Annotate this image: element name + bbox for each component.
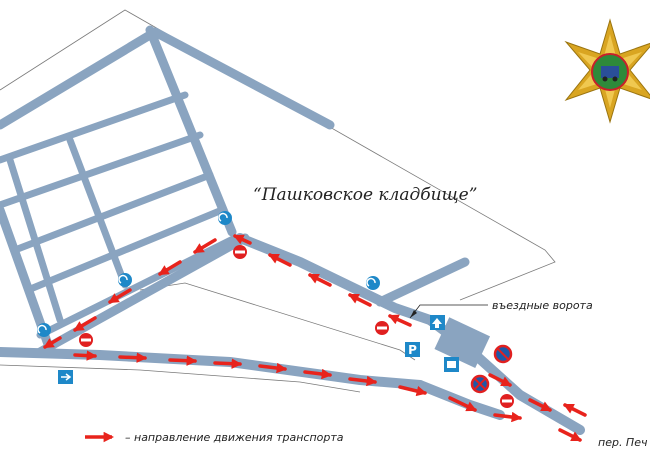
street-grid-3 [11, 171, 214, 254]
road-west-diagonal [0, 27, 160, 130]
arrow-4 [213, 358, 243, 369]
street-grid-4 [24, 206, 226, 294]
bus-stop-sign-icon [444, 357, 459, 372]
arrow-16 [193, 238, 217, 254]
arrow-18 [108, 288, 132, 304]
parking-area [434, 317, 491, 369]
street-vertical-a [66, 136, 129, 289]
street-grid-5 [36, 234, 239, 339]
road-gate-link [415, 380, 505, 420]
street-label: пер. Печ [598, 436, 648, 449]
u-turn-sign-icon [37, 323, 51, 337]
arrow-7 [348, 375, 378, 387]
no-entry-sign-icon [79, 333, 93, 347]
arrow-19 [73, 316, 97, 332]
road-south-west-link [35, 233, 250, 357]
street-grid-1 [0, 91, 189, 164]
svg-text:P: P [408, 343, 417, 357]
police-star-emblem [564, 18, 650, 124]
arrow-10 [493, 411, 523, 423]
no-stopping-sign-icon [493, 344, 513, 364]
arrow-11 [388, 314, 412, 327]
arrow-23 [488, 373, 512, 387]
lower-boundary [0, 364, 361, 393]
arrow-1 [73, 350, 98, 361]
gate-label: въездные ворота [492, 299, 593, 312]
arrow-14 [268, 253, 292, 267]
legend-text: – направление движения транспорта [125, 431, 344, 444]
arrow-5 [258, 362, 288, 374]
road-east-spur [375, 257, 470, 307]
direction-sign-icon [430, 315, 445, 330]
no-entry-sign-icon [500, 394, 514, 408]
no-entry-sign-icon [233, 245, 247, 259]
road-signs: P [37, 211, 514, 408]
street-grid-2 [0, 131, 204, 209]
road-central [235, 233, 435, 325]
road-north-vertical [145, 25, 237, 237]
road-north-east [150, 27, 335, 130]
arrow-6 [303, 368, 333, 380]
u-turn-sign-icon [118, 273, 132, 287]
arrow-13 [308, 273, 332, 287]
arrow-17 [158, 260, 182, 276]
arrow-24 [528, 398, 552, 412]
traffic-arrows [43, 234, 587, 442]
arrow-20 [43, 336, 62, 349]
parking-sign-icon: P [405, 342, 420, 357]
cemetery-boundary [0, 9, 556, 301]
arrow-15 [233, 234, 252, 245]
street-vertical-b [6, 156, 64, 324]
u-turn-sign-icon [366, 276, 380, 290]
arrow-8 [398, 385, 428, 397]
arrow-21 [558, 428, 582, 442]
no-entry-sign-icon [375, 321, 389, 335]
arrow-22 [563, 403, 587, 417]
place-label: “Пашковское кладбище” [253, 185, 477, 205]
no-stopping-sign-icon [470, 374, 490, 394]
road-network [0, 25, 585, 435]
direction-sign-icon [58, 370, 73, 384]
arrow-2 [118, 352, 148, 363]
arrow-9 [448, 396, 477, 412]
arrow-3 [168, 355, 198, 366]
u-turn-sign-icon [218, 211, 232, 225]
gate-pointer-arrow [410, 310, 417, 318]
arrow-12 [348, 293, 372, 307]
